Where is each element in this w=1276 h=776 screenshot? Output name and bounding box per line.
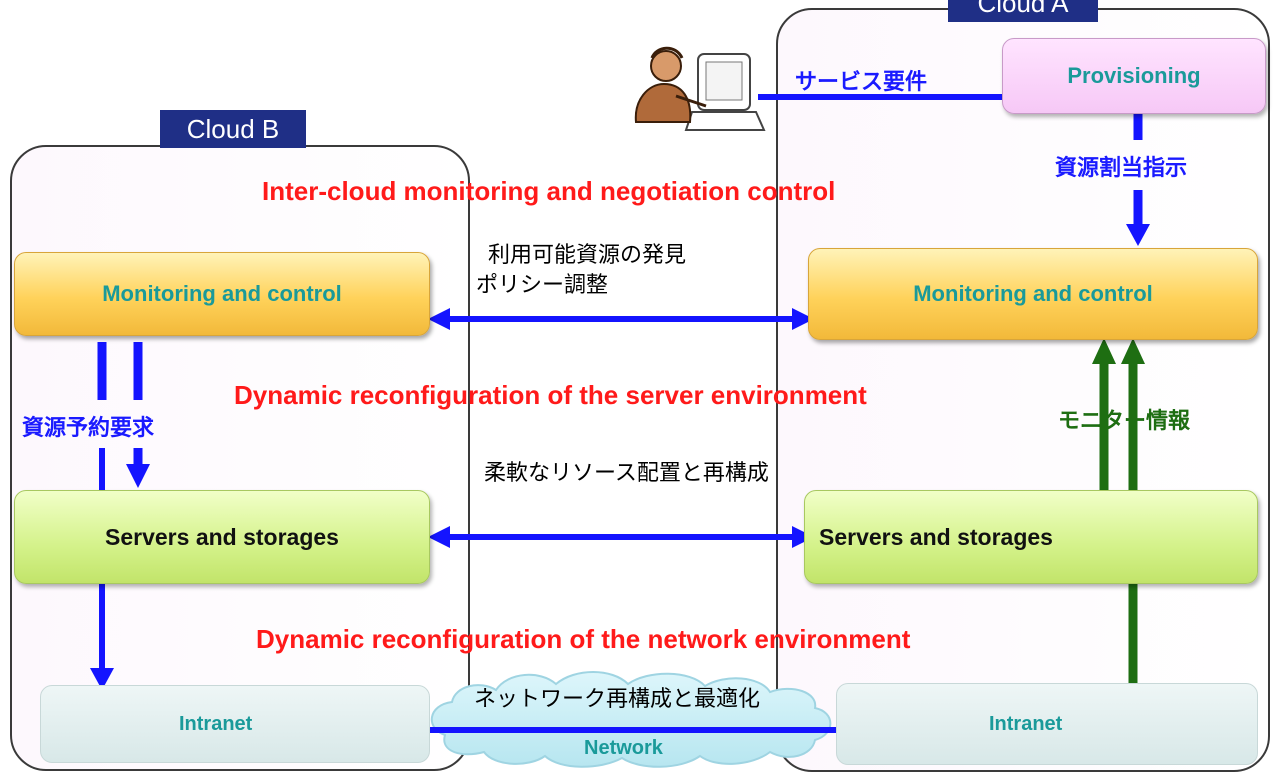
arrow-monitor-info-servers: [1092, 338, 1116, 510]
heading-intercloud-monitoring: Inter-cloud monitoring and negotiation c…: [262, 176, 836, 206]
servers-storages-box-cloud-a: Servers and storages: [804, 490, 1258, 584]
intranet-box-cloud-b: Intranet: [40, 685, 430, 763]
user-at-computer-icon: [634, 46, 766, 131]
label-resource-reservation: 資源予約要求: [22, 415, 155, 440]
label-monitor-info: モニター情報: [1058, 408, 1191, 433]
cloud-b-frame: [10, 145, 470, 771]
arrow-reserve-to-servers: [126, 342, 150, 488]
cloud-a-tab: Cloud A: [948, 0, 1098, 22]
monitoring-control-box-cloud-b: Monitoring and control: [14, 252, 430, 336]
heading-server-reconfiguration: Dynamic reconfiguration of the server en…: [234, 380, 867, 410]
network-cloud-shape: [430, 671, 832, 768]
servers-storages-box-cloud-b: Servers and storages: [14, 490, 430, 584]
cloud-b-tab: Cloud B: [160, 110, 306, 148]
heading-network-reconfiguration: Dynamic reconfiguration of the network e…: [256, 624, 911, 654]
label-network-reconfig: ネットワーク再構成と最適化: [474, 686, 761, 711]
provisioning-box: Provisioning: [1002, 38, 1266, 114]
label-flexible-resource: 柔軟なリソース配置と再構成: [484, 460, 769, 485]
arrow-monitoring-link: [428, 308, 814, 330]
cloud-a-frame: [776, 8, 1270, 772]
network-label: Network: [584, 737, 663, 759]
intranet-box-cloud-a: Intranet: [836, 683, 1258, 765]
label-service-requirement: サービス要件: [795, 69, 928, 94]
label-discover-line2: ポリシー調整: [476, 272, 609, 297]
arrow-servers-link: [428, 526, 814, 548]
label-discover-line1: 利用可能資源の発見: [488, 242, 687, 267]
label-resource-assignment: 資源割当指示: [1055, 155, 1188, 180]
monitoring-control-box-cloud-a: Monitoring and control: [808, 248, 1258, 340]
